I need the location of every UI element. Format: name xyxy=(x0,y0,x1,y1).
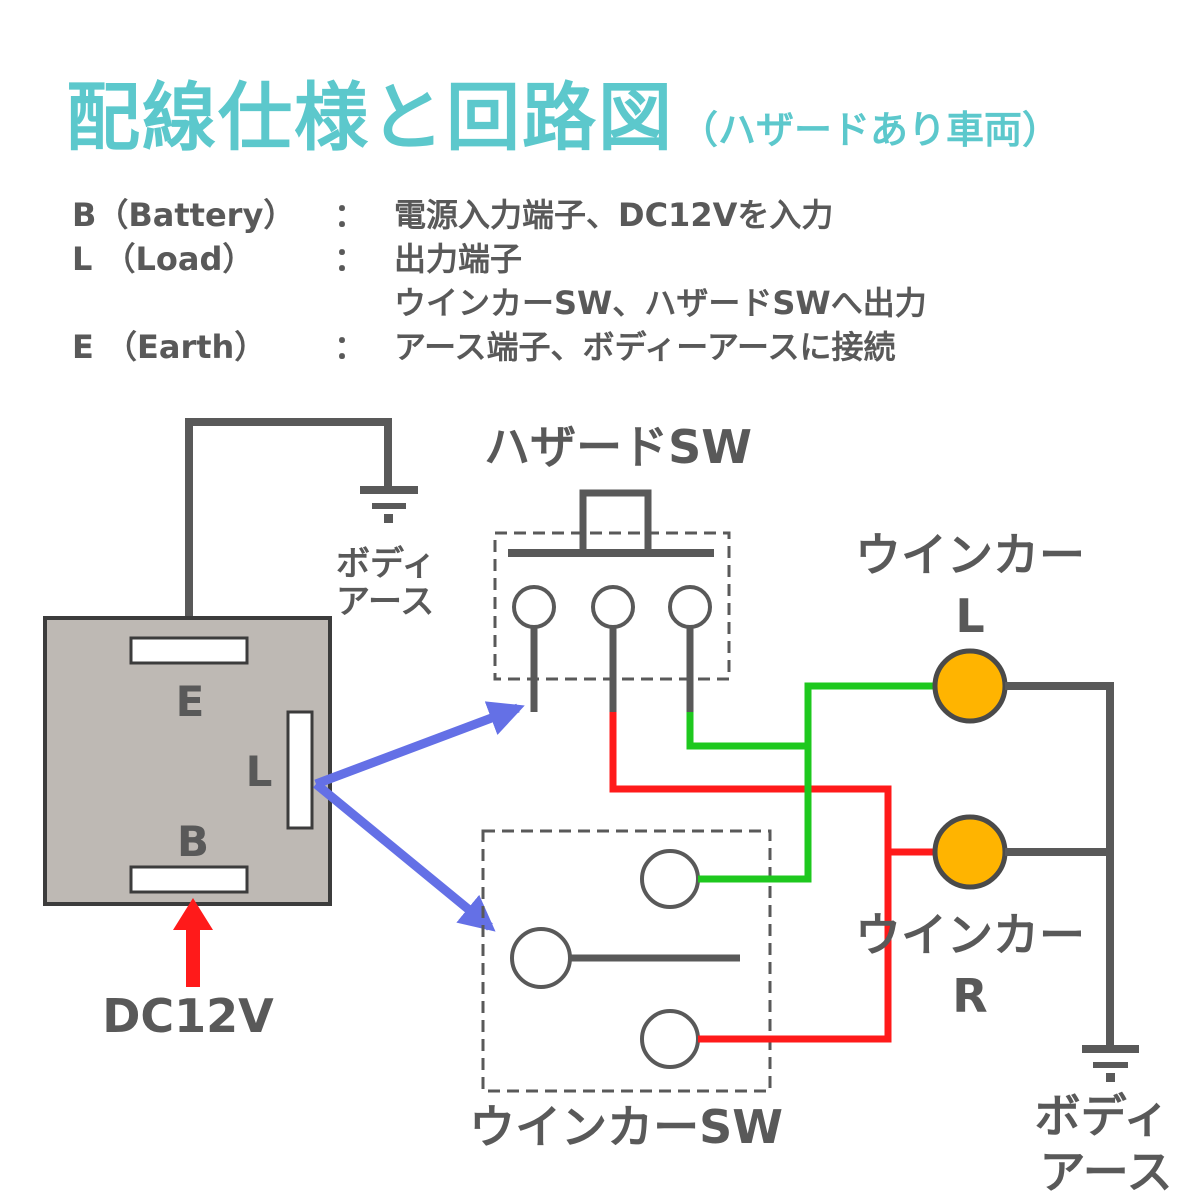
terminal-spec-list: B（Battery） ： 電源入力端子、DC12Vを入力 L （Load） ： … xyxy=(72,190,1072,366)
terminal-l xyxy=(286,710,314,830)
wire-green-winker xyxy=(698,682,937,883)
lamp-earth-wire xyxy=(1005,682,1114,1045)
spec-row-e: E （Earth） ： アース端子、ボディーアースに接続 xyxy=(72,322,1072,366)
wire-red-hazard xyxy=(609,712,937,856)
winker-contact-left xyxy=(640,849,700,909)
dc-input-arrow xyxy=(173,898,213,987)
earth-label-top: アース xyxy=(336,582,434,622)
ground-symbol-top xyxy=(360,486,418,523)
relay-label-b: B xyxy=(177,817,209,866)
flasher-relay xyxy=(43,616,332,906)
lamp-r-label: ウインカー xyxy=(855,908,1085,962)
spec-desc: アース端子、ボディーアースに接続 xyxy=(394,328,896,366)
winker-lamp-l xyxy=(932,648,1008,724)
hazard-contact xyxy=(591,585,635,629)
winker-switch xyxy=(481,829,772,1093)
title-main: 配線仕様と回路図 xyxy=(66,75,674,161)
output-arrow-winker xyxy=(313,780,496,932)
title-sub: （ハザードあり車両） xyxy=(680,108,1061,152)
hazard-contact xyxy=(512,585,556,629)
spec-row-l-cont: ウインカーSW、ハザードSWへ出力 xyxy=(72,278,1072,322)
spec-term: B（Battery） xyxy=(72,196,296,234)
spec-row-l: L （Load） ： 出力端子 xyxy=(72,234,1072,278)
lamp-r-label: R xyxy=(952,969,987,1023)
hazard-contact xyxy=(668,585,712,629)
earth-label-bottom: アース xyxy=(1040,1145,1173,1199)
lamp-l-label: L xyxy=(955,589,984,643)
winker-switch-label: ウインカーSW xyxy=(469,1100,783,1154)
wire-red-winker xyxy=(698,852,892,1043)
output-arrow-hazard xyxy=(314,701,525,789)
dc-input-label: DC12V xyxy=(102,989,274,1043)
relay-label-l: L xyxy=(246,747,273,796)
page-title: 配線仕様と回路図（ハザードあり車両） xyxy=(66,58,1060,165)
earth-label-bottom: ボディ xyxy=(1035,1089,1170,1143)
lamp-l-label: ウインカー xyxy=(855,528,1085,582)
wire-green-hazard xyxy=(686,712,808,750)
earth-wire-top xyxy=(185,418,392,640)
spec-desc: 電源入力端子、DC12Vを入力 xyxy=(394,196,834,234)
hazard-switch xyxy=(493,489,731,712)
terminal-e xyxy=(129,636,249,665)
relay-label-e: E xyxy=(176,677,205,726)
earth-label-top: ボディ xyxy=(336,544,436,584)
hazard-switch-label: ハザードSW xyxy=(484,420,752,474)
spec-colon: ： xyxy=(334,240,367,278)
spec-colon: ： xyxy=(334,328,367,366)
spec-colon: ： xyxy=(334,196,367,234)
ground-symbol-bottom xyxy=(1082,1045,1139,1082)
winker-contact-common xyxy=(510,927,572,989)
spec-term: L （Load） xyxy=(72,240,255,278)
spec-row-b: B（Battery） ： 電源入力端子、DC12Vを入力 xyxy=(72,190,1072,234)
spec-desc: ウインカーSW、ハザードSWへ出力 xyxy=(394,284,927,322)
spec-term: E （Earth） xyxy=(72,328,267,366)
terminal-b xyxy=(129,865,249,894)
winker-contact-right xyxy=(640,1009,700,1069)
winker-lamp-r xyxy=(932,814,1008,890)
spec-desc: 出力端子 xyxy=(394,240,523,278)
